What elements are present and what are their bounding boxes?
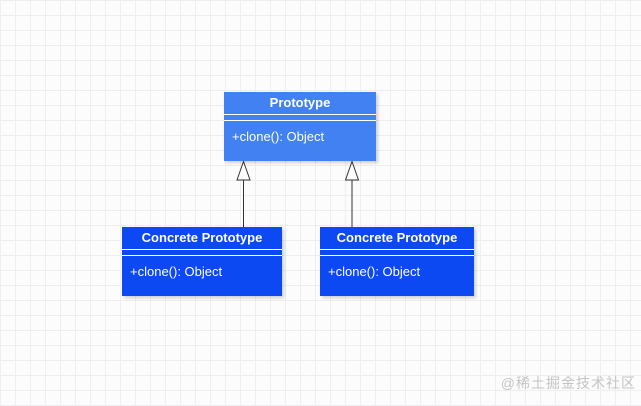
attributes-compartment	[320, 250, 474, 256]
method-label: +clone(): Object	[328, 264, 421, 279]
class-box-concrete-prototype-left: Concrete Prototype +clone(): Object	[122, 227, 282, 296]
class-name-compartment: Concrete Prototype	[122, 227, 282, 250]
method-label: +clone(): Object	[130, 264, 223, 279]
class-box-concrete-prototype-right: Concrete Prototype +clone(): Object	[320, 227, 474, 296]
class-name-compartment: Prototype	[224, 92, 376, 115]
class-box-prototype: Prototype +clone(): Object	[224, 92, 376, 161]
hollow-triangle-arrowhead	[236, 159, 251, 181]
attributes-compartment	[122, 250, 282, 256]
class-name-label: Concrete Prototype	[336, 230, 458, 245]
hollow-triangle-arrowhead	[344, 159, 360, 181]
watermark: @稀土掘金技术社区	[500, 375, 636, 391]
methods-compartment: +clone(): Object	[122, 256, 282, 279]
class-name-label: Concrete Prototype	[141, 230, 263, 245]
method-label: +clone(): Object	[232, 129, 325, 144]
methods-compartment: +clone(): Object	[320, 256, 474, 279]
methods-compartment: +clone(): Object	[224, 121, 376, 144]
class-name-label: Prototype	[269, 95, 331, 110]
inheritance-arrow-left	[236, 159, 251, 227]
inheritance-arrow-right	[344, 159, 360, 227]
class-name-compartment: Concrete Prototype	[320, 227, 474, 250]
attributes-compartment	[224, 115, 376, 121]
